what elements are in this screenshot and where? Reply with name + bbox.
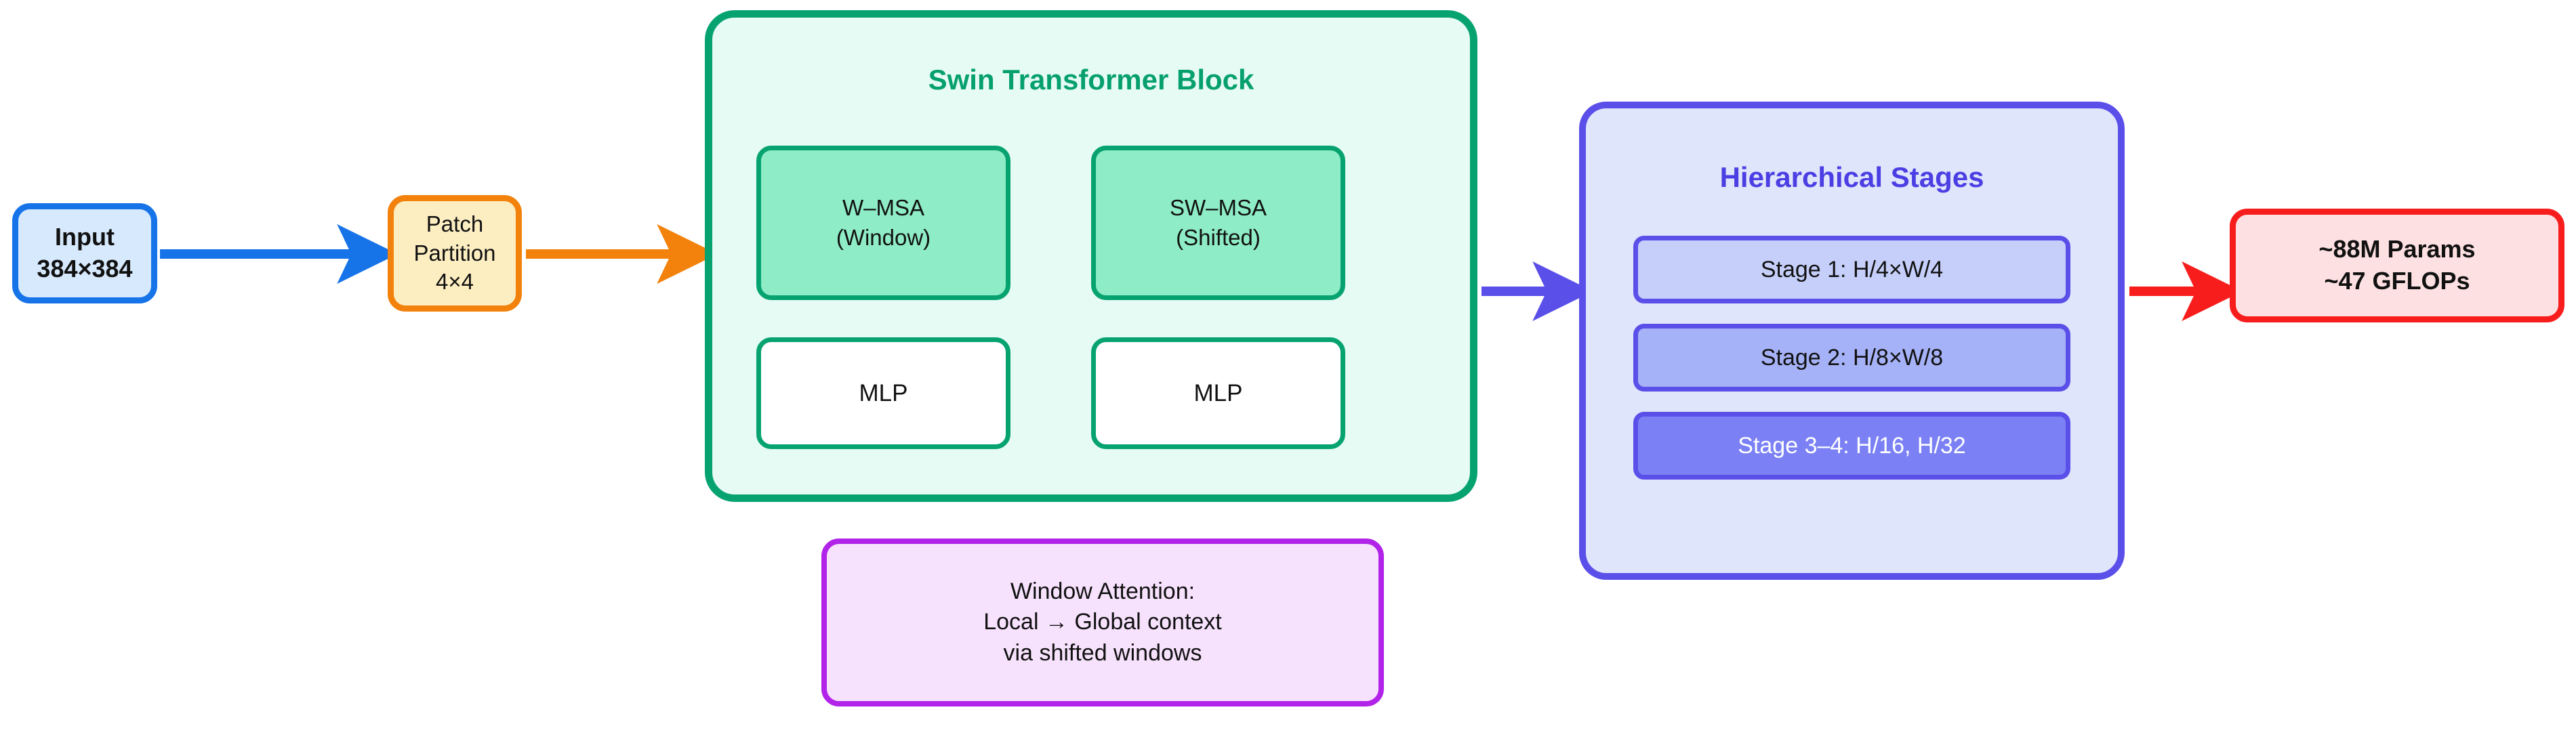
- patch-label-line1: Patch: [426, 211, 484, 236]
- stage-row-1[interactable]: Stage 1: H/4×W/4: [1633, 236, 2070, 303]
- window-attention-note: Window Attention: Local → Global context…: [821, 539, 1384, 706]
- w-msa-label-line1: W–MSA: [842, 195, 924, 221]
- note-line3: via shifted windows: [1003, 639, 1202, 666]
- note-line2: Local → Global context: [983, 609, 1222, 635]
- patch-partition-block[interactable]: Patch Partition 4×4: [388, 195, 522, 312]
- w-msa-block[interactable]: W–MSA (Window): [756, 146, 1010, 300]
- w-msa-label-line2: (Window): [836, 225, 931, 250]
- stage-1-label: Stage 1: H/4×W/4: [1760, 256, 1944, 282]
- sw-msa-label-line2: (Shifted): [1176, 225, 1261, 250]
- stage-3-label: Stage 3–4: H/16, H/32: [1738, 432, 1966, 459]
- patch-label-line2: Partition: [413, 240, 496, 266]
- stage-2-label: Stage 2: H/8×W/8: [1760, 344, 1944, 371]
- mlp-right-label: MLP: [1193, 379, 1243, 406]
- stage-row-3[interactable]: Stage 3–4: H/16, H/32: [1633, 412, 2070, 480]
- mlp-left-label: MLP: [859, 379, 908, 406]
- stage-row-2[interactable]: Stage 2: H/8×W/8: [1633, 324, 2070, 392]
- model-cost-block[interactable]: ~88M Params ~47 GFLOPs: [2230, 209, 2564, 322]
- input-label-line1: Input: [55, 223, 115, 251]
- input-label-line2: 384×384: [37, 255, 133, 282]
- mlp-block-left[interactable]: MLP: [756, 337, 1010, 449]
- note-line1: Window Attention:: [1010, 578, 1195, 604]
- input-block[interactable]: Input 384×384: [12, 203, 157, 303]
- params-line1: ~88M Params: [2318, 235, 2476, 263]
- swin-block-title: Swin Transformer Block: [928, 64, 1254, 96]
- hierarchical-stages-title: Hierarchical Stages: [1719, 161, 1984, 193]
- patch-label-line3: 4×4: [436, 269, 474, 295]
- sw-msa-label-line1: SW–MSA: [1169, 195, 1267, 221]
- mlp-block-right[interactable]: MLP: [1091, 337, 1345, 449]
- sw-msa-block[interactable]: SW–MSA (Shifted): [1091, 146, 1345, 300]
- params-line2: ~47 GFLOPs: [2324, 267, 2470, 295]
